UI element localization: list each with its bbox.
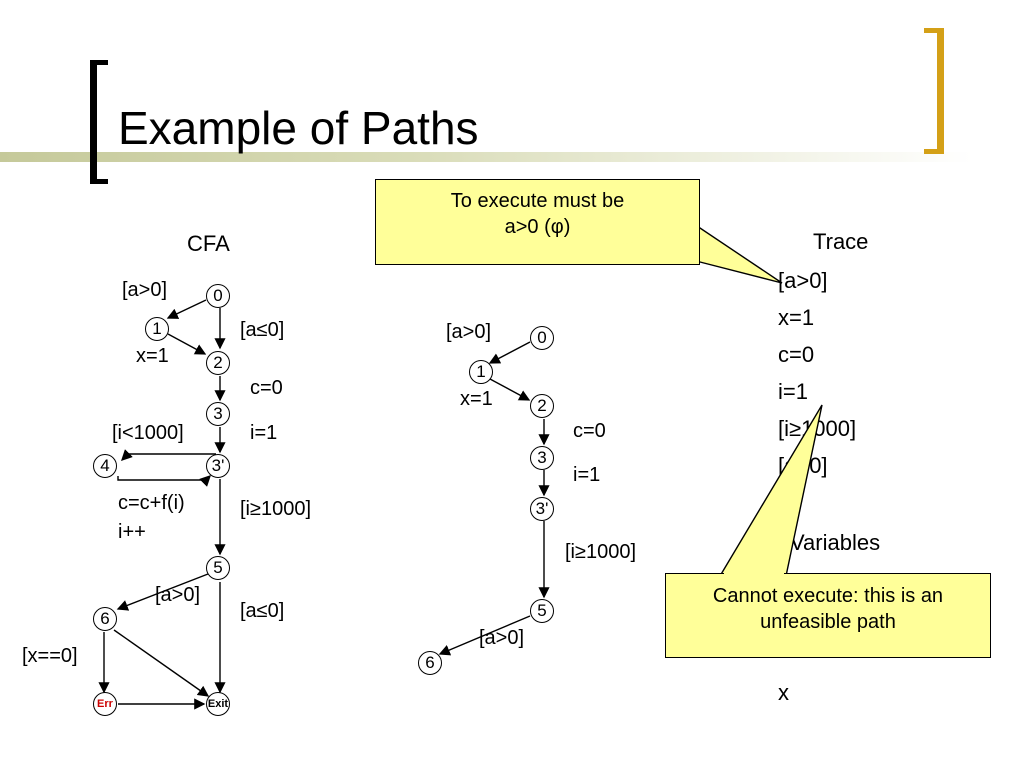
path-node-1: 1 [469,360,493,384]
cfa-node-0: 0 [206,284,230,308]
trace-line: x=1 [778,305,815,330]
callout-top-line2: a>0 (φ) [504,216,571,238]
path-label-i-eq1: i=1 [573,464,601,486]
path-label-i-ge1000: [i≥1000] [565,541,637,563]
trace-heading: Trace [813,229,869,254]
path-label-c-eq0: c=0 [573,420,606,442]
cfa-label-c-eq0: c=0 [250,377,283,399]
cfa-label-a-le0-bottom: [a≤0] [240,600,285,622]
cfa-label-i-ge1000: [i≥1000] [240,498,312,520]
path-label-a-gt0-top: [a>0] [446,321,492,343]
path-node-3: 3 [530,446,554,470]
path-node-5: 5 [530,599,554,623]
callout-bottom-line1: Cannot execute: this is an [712,585,944,607]
path-node-0: 0 [530,326,554,350]
cfa-node-err: Err [93,692,117,716]
left-bracket-decoration [90,60,108,184]
right-bracket-decoration [924,28,944,154]
cfa-label-a-le0-top: [a≤0] [240,319,285,341]
cfa-node-1: 1 [145,317,169,341]
path-label-a-gt0-bottom: [a>0] [479,627,525,649]
cfa-node-6: 6 [93,607,117,631]
variables-heading: Variables [790,530,881,555]
cfa-label-c-update: c=c+f(i) [118,492,185,514]
slide-title: Example of Paths [118,102,479,154]
callout-unfeasible-path: Cannot execute: this is an unfeasible pa… [665,573,991,658]
cfa-node-4: 4 [93,454,117,478]
path-label-x-eq1: x=1 [460,388,493,410]
cfa-node-3: 3 [206,402,230,426]
cfa-label-i-inc: i++ [118,521,146,543]
trace-line: [a>0] [778,268,828,293]
callout-top-line1: To execute must be [450,190,625,212]
cfa-label-x-eq0: [x==0] [22,645,78,667]
path-node-2: 2 [530,394,554,418]
cfa-node-3prime: 3' [206,454,230,478]
cfa-node-5: 5 [206,556,230,580]
cfa-heading: CFA [187,231,230,256]
cfa-label-x-eq1: x=1 [136,345,169,367]
cfa-label-i-eq1: i=1 [250,422,278,444]
callout-bottom-line2: unfeasible path [760,611,896,633]
title-underline-bar [0,152,1024,162]
trace-line: c=0 [778,342,815,367]
callout-execute-condition: To execute must be a>0 (φ) [375,179,700,265]
cfa-label-a-gt0-bottom: [a>0] [155,584,201,606]
trace-line: i=1 [778,379,808,404]
path-node-3prime: 3' [530,497,554,521]
cfa-node-2: 2 [206,351,230,375]
path-node-6: 6 [418,651,442,675]
cfa-label-i-lt1000: [i<1000] [112,422,184,444]
cfa-node-exit: Exit [206,692,230,716]
variable-x: x [778,680,789,705]
cfa-label-a-gt0-top: [a>0] [122,279,168,301]
